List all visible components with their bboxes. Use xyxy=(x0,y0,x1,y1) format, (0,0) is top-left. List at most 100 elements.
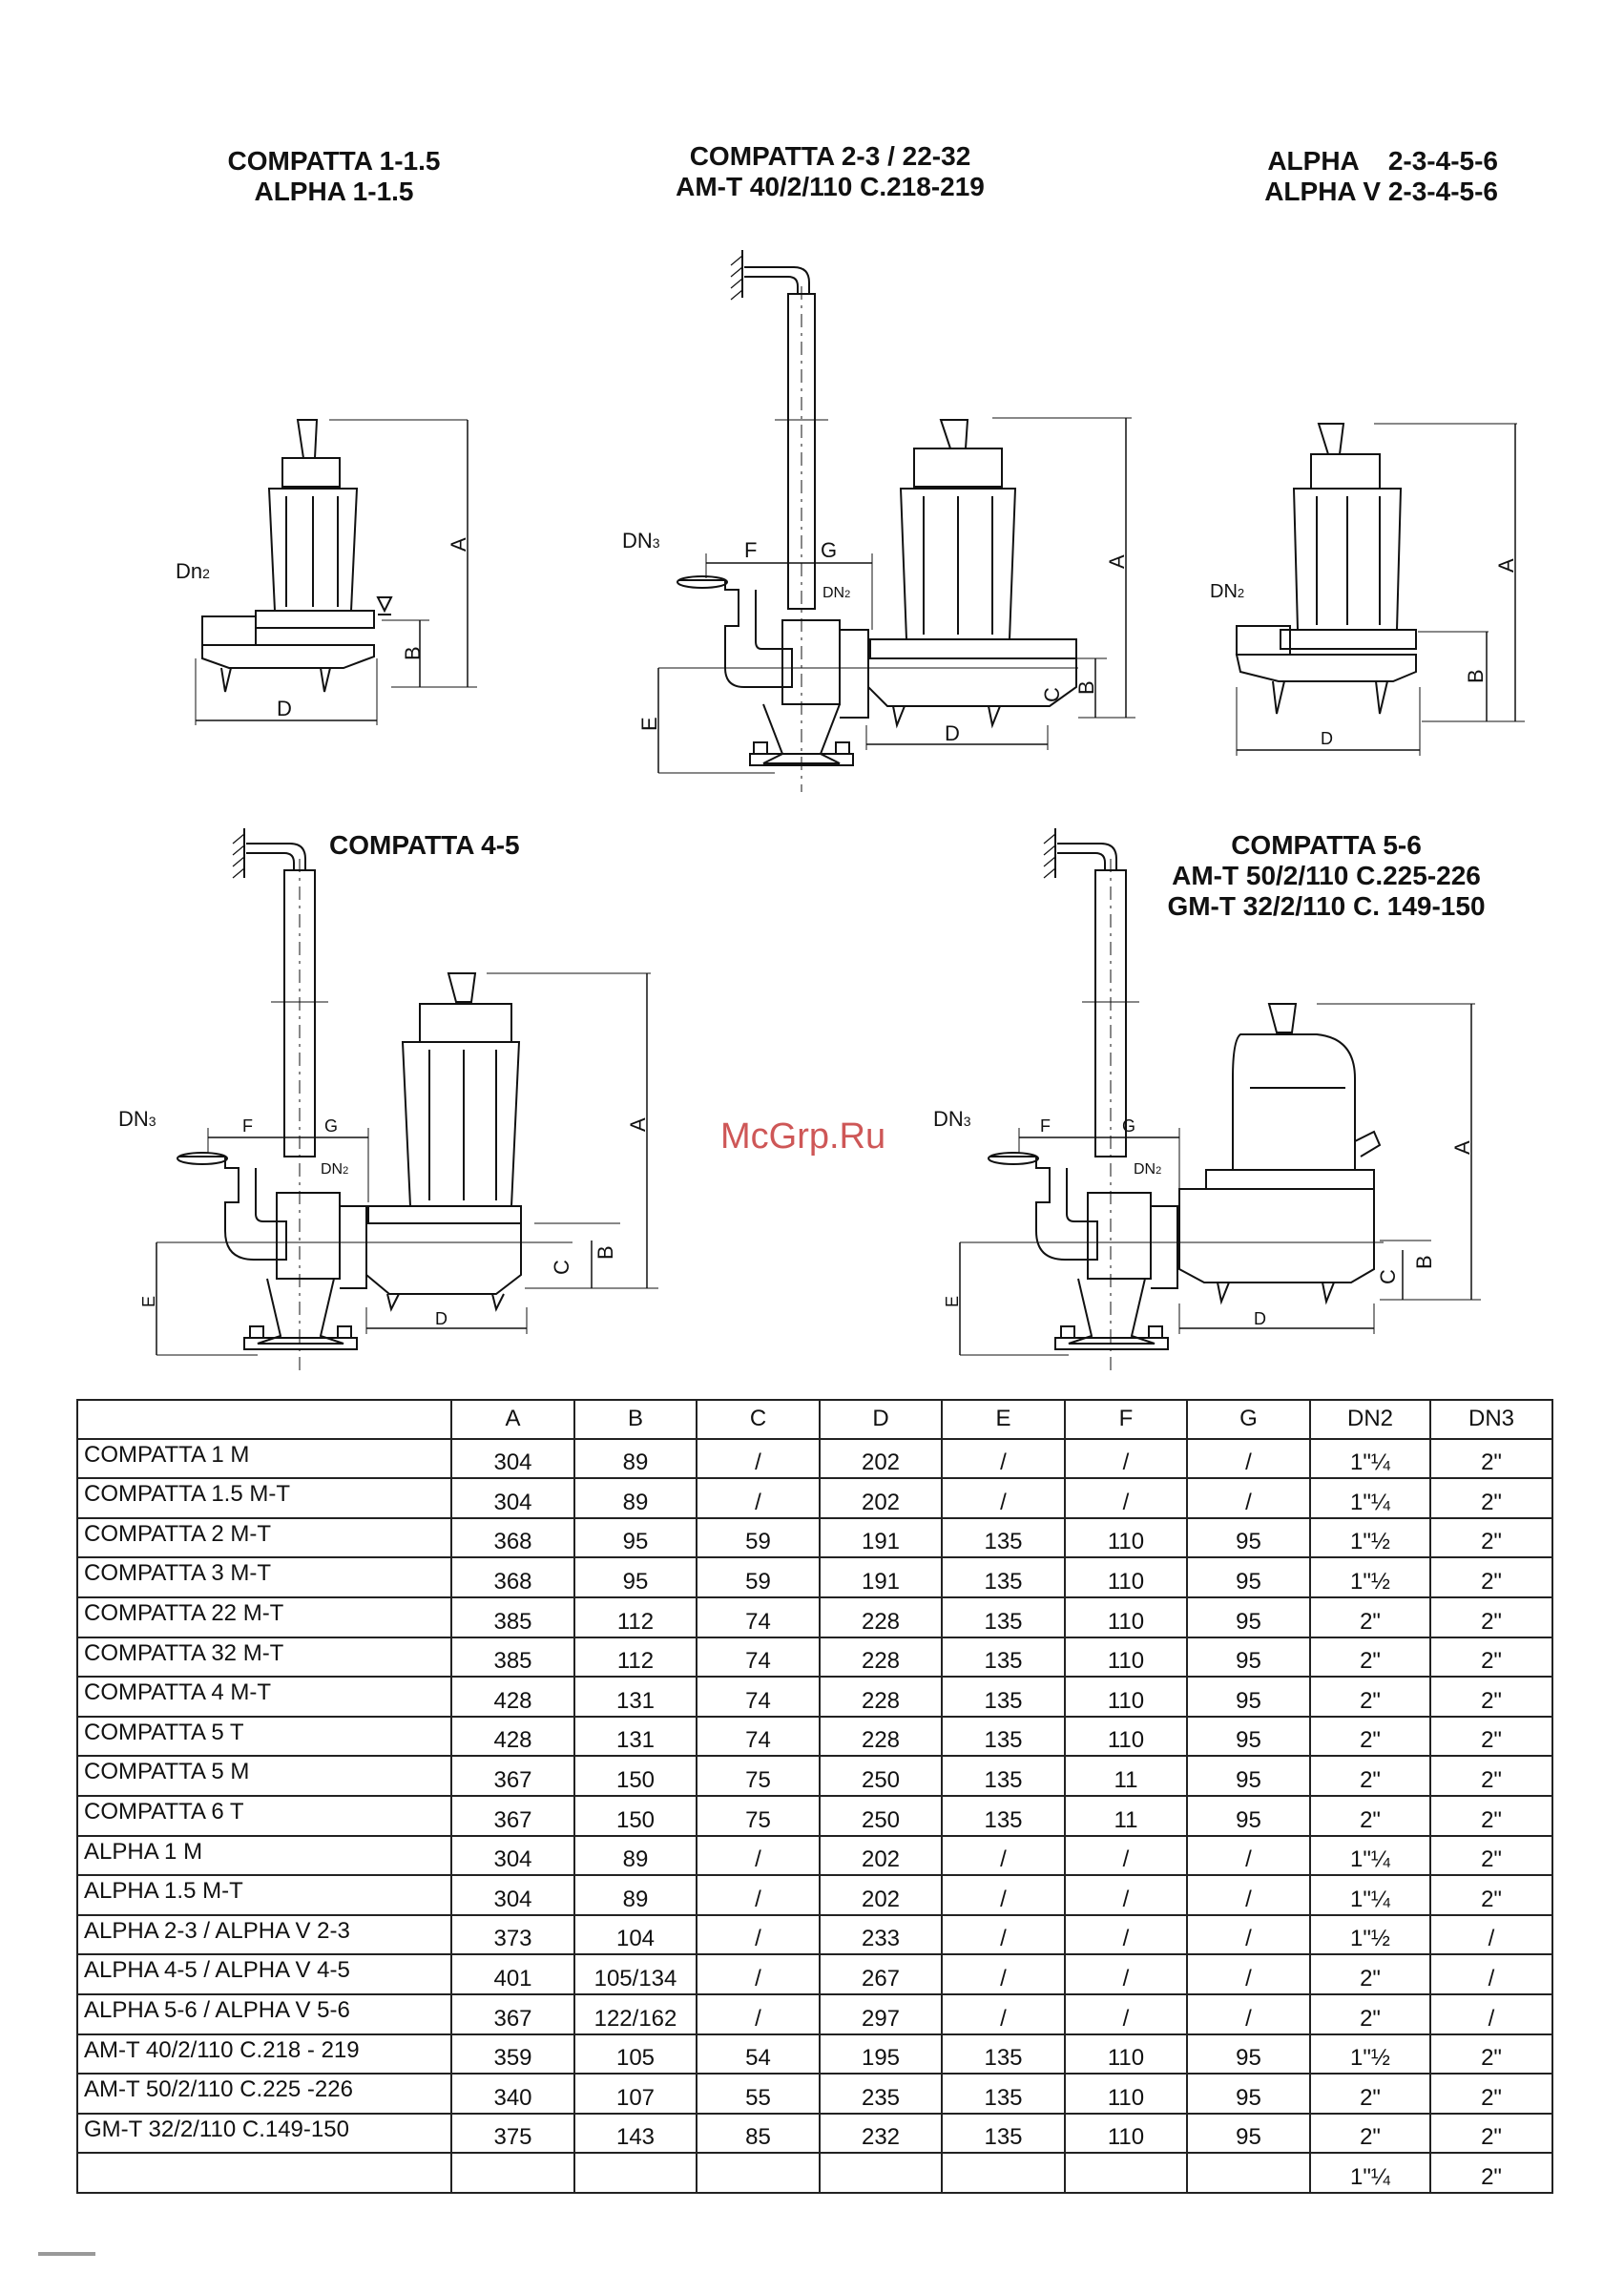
cell-dn2: 1"½ xyxy=(1309,2033,1431,2075)
cell-c: 54 xyxy=(696,2033,821,2075)
cell-e: 135 xyxy=(941,2112,1066,2155)
header-cell-f: F xyxy=(1064,1399,1188,1440)
cell-c: 74 xyxy=(696,1595,821,1638)
cell-f: 11 xyxy=(1064,1794,1188,1837)
guide-pipe-2 xyxy=(787,293,816,610)
dim-g-4: G xyxy=(324,1116,338,1136)
dim-d-2: D xyxy=(945,721,960,745)
dim-dn2-2: DN2 xyxy=(822,585,850,601)
cell-c: / xyxy=(696,1874,821,1916)
drawing-compatta-1 xyxy=(195,419,477,725)
cell-model: AM-T 40/2/110 C.218 - 219 xyxy=(76,2033,452,2075)
cell-model: COMPATTA 5 M xyxy=(76,1755,452,1797)
cell-a: 375 xyxy=(450,2112,575,2155)
dim-d-4: D xyxy=(435,1309,448,1328)
motor-body-4 xyxy=(401,1041,521,1207)
cell-model: ALPHA 1.5 M-T xyxy=(76,1874,452,1916)
cell-model: ALPHA 5-6 / ALPHA V 5-6 xyxy=(76,1992,452,2035)
cell-c: 75 xyxy=(696,1794,821,1837)
volute-5 xyxy=(1178,1188,1375,1283)
table-header-row: A B C D E F G DN2 DN3 xyxy=(76,1399,1553,1440)
cell-d: 250 xyxy=(819,1794,943,1837)
cell-model: COMPATTA 22 M-T xyxy=(76,1595,452,1638)
cell-e: 135 xyxy=(941,1516,1066,1559)
cell-b: 89 xyxy=(573,1477,697,1519)
cell-b: 105 xyxy=(573,2033,697,2075)
cell-dn3: / xyxy=(1429,1953,1553,1995)
title-alpha: ALPHA 2-3-4-5-6 ALPHA V 2-3-4-5-6 xyxy=(1264,146,1498,206)
cell-e: / xyxy=(941,1834,1066,1877)
cell-model: ALPHA 2-3 / ALPHA V 2-3 xyxy=(76,1913,452,1956)
dim-f-4: F xyxy=(242,1116,253,1136)
cell-c: / xyxy=(696,1437,821,1480)
cell-a: 385 xyxy=(450,1636,575,1679)
dim-dn3-5: DN3 xyxy=(933,1107,971,1131)
dim-e-2: E xyxy=(637,717,661,731)
cell-model: ALPHA 1 M xyxy=(76,1834,452,1877)
cell-f: 110 xyxy=(1064,1636,1188,1679)
dim-dn2-1: Dn2 xyxy=(176,559,210,583)
cell-a: 340 xyxy=(450,2073,575,2115)
cell-dn3: 2" xyxy=(1429,1636,1553,1679)
cell-a: 367 xyxy=(450,1755,575,1797)
cell-b: 131 xyxy=(573,1715,697,1758)
cell-dn3: 2" xyxy=(1429,2112,1553,2155)
dim-dn2-4: DN2 xyxy=(321,1161,348,1178)
cell-g: / xyxy=(1186,1874,1311,1916)
cell-dn3: 2" xyxy=(1429,1437,1553,1480)
cell-dn3: 2" xyxy=(1429,1874,1553,1916)
cell-d: 228 xyxy=(819,1636,943,1679)
base-2 xyxy=(762,703,841,764)
cell-a: 385 xyxy=(450,1595,575,1638)
cell-g: 95 xyxy=(1186,1755,1311,1797)
cell-a: 428 xyxy=(450,1676,575,1718)
cell-g: / xyxy=(1186,1437,1311,1480)
header-cell-e: E xyxy=(941,1399,1066,1440)
cell-d: 228 xyxy=(819,1715,943,1758)
cell-g: 95 xyxy=(1186,2033,1311,2075)
cell-d: 267 xyxy=(819,1953,943,1995)
cell-f: 110 xyxy=(1064,2073,1188,2115)
cell-d: 191 xyxy=(819,1556,943,1598)
cell-a: 304 xyxy=(450,1437,575,1480)
cell-dn2: 1"¼ xyxy=(1309,1874,1431,1916)
discharge-elbow-5 xyxy=(990,1156,1098,1261)
cell-f: 110 xyxy=(1064,2033,1188,2075)
cable-gland-3 xyxy=(1317,423,1345,455)
cell-dn3: / xyxy=(1429,1992,1553,2035)
cell-g: 95 xyxy=(1186,2073,1311,2115)
cell-e: 135 xyxy=(941,1556,1066,1598)
cell-a: 428 xyxy=(450,1715,575,1758)
title-compatta-1: COMPATTA 1-1.5 ALPHA 1-1.5 xyxy=(227,146,441,206)
header-cell-a: A xyxy=(450,1399,575,1440)
dim-b-5: B xyxy=(1412,1255,1436,1269)
cell-d: 202 xyxy=(819,1834,943,1877)
dim-d-3: D xyxy=(1321,729,1333,748)
cell-dn3: 2" xyxy=(1429,2073,1553,2115)
header-cell-d: D xyxy=(819,1399,943,1440)
header-cell-c: C xyxy=(696,1399,821,1440)
flange-1 xyxy=(255,610,375,629)
cell-f: / xyxy=(1064,1437,1188,1480)
dim-f-2: F xyxy=(744,538,757,562)
cell-g: 95 xyxy=(1186,1556,1311,1598)
dim-b-4: B xyxy=(593,1245,617,1260)
drawing-compatta-5-6 xyxy=(959,828,1481,1374)
cell-model: COMPATTA 1.5 M-T xyxy=(76,1477,452,1519)
bracket-5 xyxy=(1087,1192,1152,1280)
cell-a: 368 xyxy=(450,1516,575,1559)
cell-c: / xyxy=(696,1913,821,1956)
cell-b: 107 xyxy=(573,2073,697,2115)
cell-dn2: 1"¼ xyxy=(1309,1834,1431,1877)
cell-model: COMPATTA 6 T xyxy=(76,1794,452,1837)
